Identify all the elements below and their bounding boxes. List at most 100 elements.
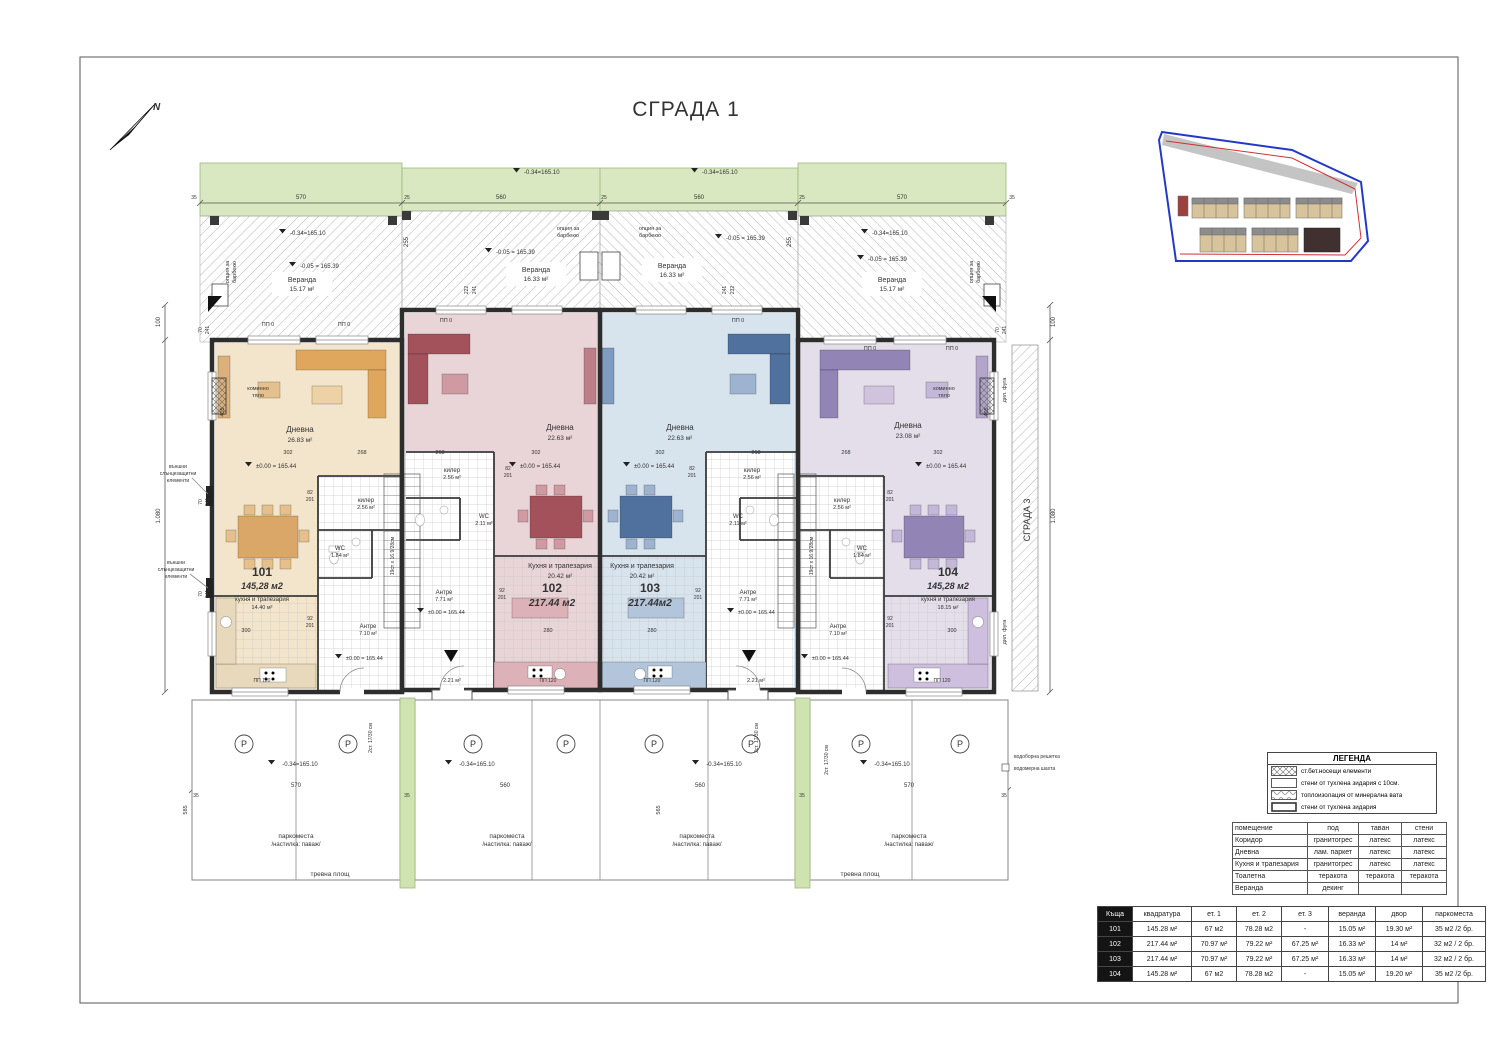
room-label-living-103: Дневна	[666, 423, 694, 432]
entry-arrow-103	[742, 650, 756, 662]
entry-arrow-102	[444, 650, 458, 662]
dim-label: 302	[283, 450, 292, 456]
grass-right	[797, 162, 1007, 217]
chimney-label: коминно	[247, 386, 269, 392]
barbecue-label: опция за	[639, 226, 662, 232]
parking-label: паркоместа	[891, 833, 927, 840]
sun-elements-label: елементи	[167, 478, 190, 484]
dim-label: 1.080	[156, 508, 162, 524]
room-area-closet-101: 2.56 м²	[357, 505, 375, 511]
room-area-veranda-104: 15.17 м²	[880, 286, 906, 293]
room-area-living-102: 22.63 м²	[548, 435, 574, 442]
cell: 145.28 м²	[1132, 966, 1192, 982]
legend-swatch-brick10	[1271, 778, 1297, 788]
lawn-label: тревна площ	[310, 871, 350, 878]
parking-area: P P P P P P P P	[191, 697, 1010, 889]
slab-label: ПП 0	[262, 322, 275, 328]
dim-label: 92	[695, 588, 701, 594]
room-area-closet-104: 2.56 м²	[833, 505, 851, 511]
dim-label: 100	[1051, 316, 1057, 327]
dim-label: 35	[193, 793, 199, 799]
units-table: Къща квадратура ет. 1 ет. 2 ет. 3 веранд…	[1097, 906, 1486, 982]
cell: помещение	[1232, 822, 1308, 835]
dilatation-label: дил. фуга	[1002, 619, 1008, 645]
dim-label: 1.080	[1051, 508, 1057, 524]
sheet-title: СГРАДА 1	[632, 98, 740, 121]
room-label-wc-103: WC	[733, 514, 744, 520]
dim-label: 241	[472, 286, 478, 295]
cell: 78.28 м2	[1236, 966, 1282, 982]
cell: 70.97 м²	[1191, 951, 1237, 967]
elevation-label: ±0.00 = 165.44	[428, 610, 465, 616]
room-label-antre-102: Антре	[436, 590, 453, 596]
dim-label: 268	[435, 450, 444, 456]
slab-label: ПП 120	[540, 678, 557, 684]
p-symbol: P	[748, 739, 754, 749]
slab-label: ПП 120	[644, 678, 661, 684]
cell: 67.25 м²	[1281, 951, 1329, 967]
cell: -	[1281, 966, 1329, 982]
adjacent-building-strip	[1011, 344, 1039, 692]
unit-number-103: 103	[640, 581, 660, 595]
dim-label: 222	[464, 286, 470, 295]
p-symbol: P	[563, 739, 569, 749]
dilatation-label: дил. фуга	[1002, 377, 1008, 403]
cell: 15.05 м²	[1328, 921, 1376, 937]
elevation-label: -0.05 = 165.39	[868, 257, 908, 263]
chimney-label: коминно	[933, 386, 955, 392]
elevation-label: -0.34=165.10	[290, 231, 326, 237]
slab-label: ПП 120	[254, 678, 271, 684]
lawn-label: тревна площ	[840, 871, 880, 878]
dim-label: 70	[995, 327, 1001, 333]
slab-label: ПП 0	[440, 318, 453, 324]
cell: 78.28 м2	[1236, 921, 1282, 937]
legend-item: топлоизолация от минерална вата	[1268, 789, 1436, 801]
dim-label: 280	[647, 628, 656, 634]
stair-label: 2ст. 17/30 см	[754, 723, 760, 753]
dim-label: 570	[904, 783, 915, 789]
dim-label: 560	[500, 783, 511, 789]
dim-label: 70	[198, 499, 204, 505]
barbecue-niche-right	[601, 251, 621, 281]
legend-item-label: топлоизолация от минерална вата	[1301, 791, 1403, 799]
dim-label: 201	[694, 595, 703, 601]
parking-label: паркоместа	[679, 833, 715, 840]
slab-label: ПП 120	[934, 678, 951, 684]
site-plan	[1157, 130, 1370, 262]
dim-label: 302	[655, 450, 664, 456]
barbecue-label: барбекю	[976, 261, 982, 283]
unit-number-104: 104	[938, 565, 958, 579]
sun-elements-label: слънцезащитни	[160, 471, 197, 477]
dim-label: 241	[722, 286, 728, 295]
cell: квадратура	[1132, 906, 1192, 922]
cell: латекс	[1358, 858, 1402, 871]
north-label: N	[153, 102, 161, 113]
dim-label: 35	[191, 195, 197, 201]
cell: 14 м²	[1375, 936, 1423, 952]
cell: теракота	[1358, 870, 1402, 883]
barbecue-label: опция за	[225, 260, 231, 283]
chimney-label: тяло	[252, 393, 264, 399]
cell: 15.05 м²	[1328, 966, 1376, 982]
room-area-wc-103: 2.11 м²	[729, 521, 747, 527]
elevation-label: ±0.00 = 165.44	[738, 610, 775, 616]
dim-label: 70	[198, 327, 204, 333]
dim-label: 201	[886, 623, 895, 629]
room-label-kitchen-102: Кухня и трапезария	[528, 563, 592, 570]
cell: 14 м²	[1375, 951, 1423, 967]
dim-label: 570	[897, 195, 908, 201]
dim-label: 280	[543, 628, 552, 634]
room-area-wc-102: 2.11 м²	[475, 521, 493, 527]
grass-left	[199, 162, 403, 217]
cell: 32 м2 / 2 бр.	[1422, 951, 1486, 967]
room-area-wc-101: 1.84 м²	[331, 553, 349, 559]
cell: лам. паркет	[1307, 846, 1359, 859]
room-area-veranda-102: 16.33 м²	[524, 276, 550, 283]
slab-label: ПП 0	[732, 318, 745, 324]
room-label-veranda-101: Веранда	[288, 277, 316, 284]
